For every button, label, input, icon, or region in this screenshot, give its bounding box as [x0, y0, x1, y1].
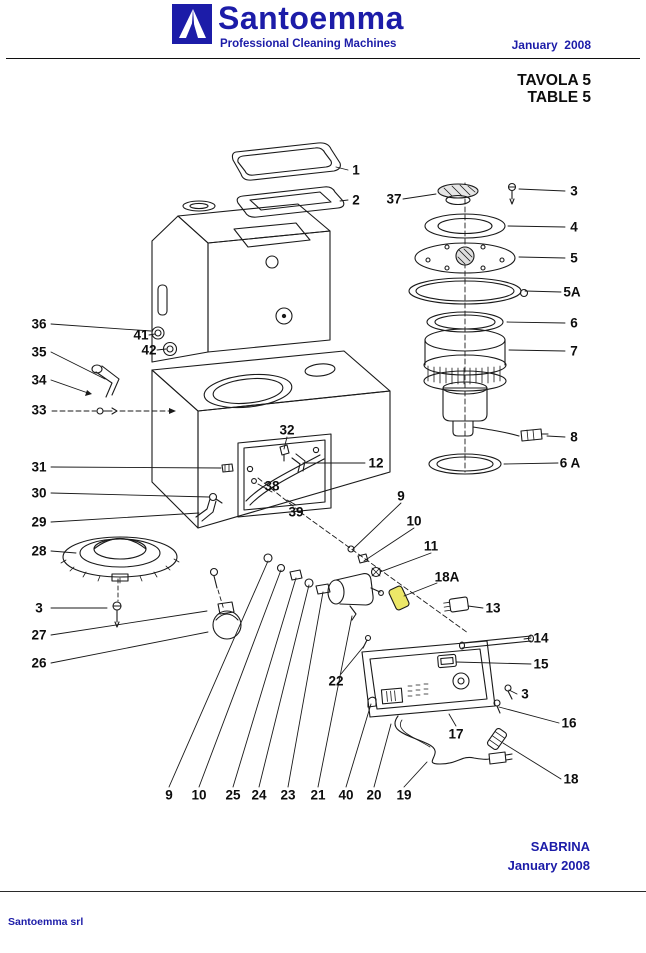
- power-cable-19: [394, 715, 513, 765]
- vacuum-motor-assembly: [408, 182, 549, 475]
- santoemma-logo-icon: [172, 4, 212, 44]
- screw-3-box: [504, 684, 513, 700]
- model-name: SABRINA: [530, 839, 590, 854]
- elbow-12: [291, 453, 306, 473]
- brand-tagline: Professional Cleaning Machines: [220, 38, 397, 50]
- vacuum-motor: [423, 328, 507, 437]
- screw-16: [493, 699, 501, 714]
- cable-gland-18: [486, 727, 508, 751]
- switch-15: [437, 653, 457, 669]
- motor-power-cord: [472, 426, 549, 442]
- pump-body: [327, 573, 384, 606]
- model-note: SABRINA January 2008: [508, 837, 590, 875]
- screw-33: [96, 407, 118, 415]
- leader-arrowheads: [85, 390, 176, 414]
- header-date: January 2008: [511, 38, 591, 52]
- brand-name: Santoemma: [218, 0, 404, 36]
- display-plate: [380, 687, 404, 705]
- cable-clamp-40: [367, 696, 377, 708]
- table-title-en: TABLE 5: [527, 89, 591, 106]
- screw-3-top: [507, 182, 517, 205]
- fitting-30: [208, 492, 223, 504]
- table-title: TAVOLA 5 TABLE 5: [517, 72, 591, 106]
- footer-rule: [0, 891, 646, 892]
- table-title-it: TAVOLA 5: [517, 72, 591, 89]
- caster-wheel-26: [212, 601, 242, 640]
- screw-3-left: [112, 601, 122, 628]
- header-rule: [6, 58, 640, 59]
- pedal-plate-28: [60, 536, 180, 584]
- footer: Santoemma srl Via Piave, 22/C - 20016 PE…: [8, 894, 268, 953]
- leader-lines: [50, 166, 566, 788]
- footer-address: Via Piave, 22/C - 20016 PERO (Milano) – …: [8, 952, 268, 953]
- elbow-21: [349, 605, 357, 621]
- base-tank: [151, 350, 391, 529]
- lid-assembly: [231, 142, 345, 218]
- center-small-parts: [257, 444, 535, 650]
- model-date: January 2008: [507, 858, 590, 873]
- left-small-parts: [60, 326, 242, 640]
- elbow-29: [195, 498, 217, 522]
- footer-company: Santoemma srl: [8, 916, 84, 928]
- connector-13: [443, 596, 470, 613]
- control-box-assembly: [361, 640, 513, 765]
- valve-11: [370, 566, 382, 578]
- elbow-35: [91, 364, 120, 398]
- screw-27: [209, 567, 219, 589]
- upper-tank: [151, 200, 331, 363]
- bolt-31: [221, 463, 234, 473]
